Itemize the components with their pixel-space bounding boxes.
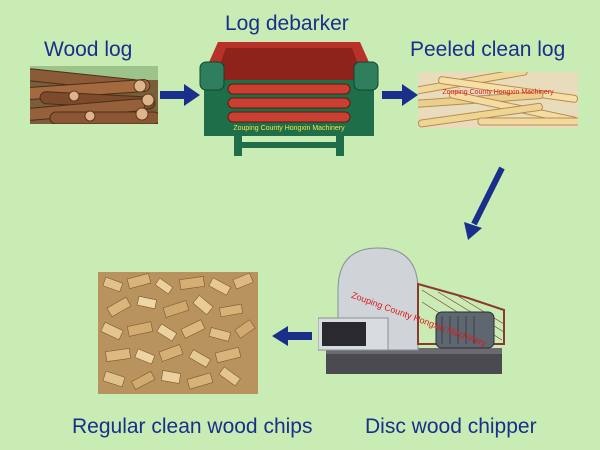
- arrow-left-icon: [272, 326, 312, 346]
- wood-chips-image: [98, 272, 258, 394]
- arrow-right-icon: [160, 84, 200, 106]
- label-disc-wood-chipper: Disc wood chipper: [365, 415, 537, 438]
- peeled-watermark: Zouping County Hongxin Machinery: [442, 89, 554, 96]
- disc-chipper-image: Zouping County Hongxin Machinery: [318, 240, 514, 386]
- log-debarker-image: Zouping County Hongxin Machinery: [198, 34, 380, 156]
- peeled-log-image: Zouping County Hongxin Machinery: [418, 72, 578, 128]
- label-wood-log: Wood log: [44, 38, 133, 61]
- arrow-diagonal-icon: [464, 166, 505, 240]
- label-peeled-clean-log: Peeled clean log: [410, 38, 566, 61]
- debarker-watermark: Zouping County Hongxin Machinery: [233, 125, 345, 132]
- arrow-right-icon: [382, 84, 418, 106]
- label-regular-clean-wood-chips: Regular clean wood chips: [72, 415, 313, 438]
- label-log-debarker: Log debarker: [225, 12, 349, 35]
- wood-log-image: [30, 66, 158, 124]
